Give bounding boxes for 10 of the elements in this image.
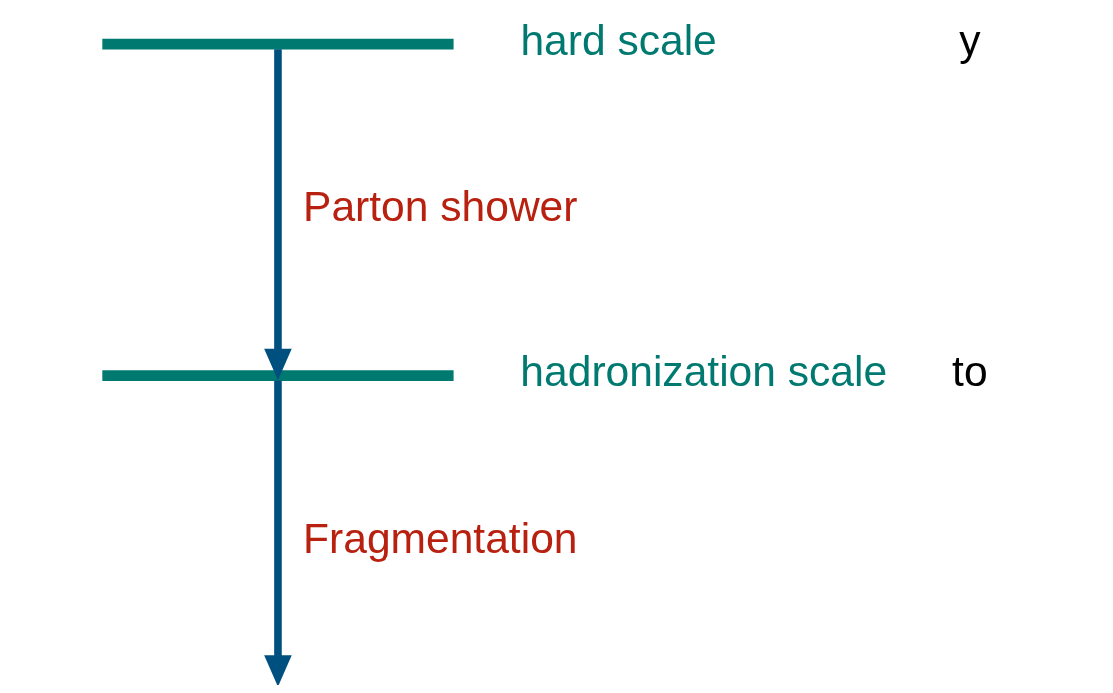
node-bar xyxy=(101,370,454,381)
label: y xyxy=(958,15,980,64)
node-label: hard scale xyxy=(519,15,717,64)
edge-label: Parton shower xyxy=(302,182,577,231)
arrow xyxy=(263,348,292,685)
edge-label: Fragmentation xyxy=(302,513,577,562)
arrow xyxy=(263,49,292,381)
node-label: hadronization scale xyxy=(519,347,887,396)
label: to xyxy=(951,347,988,396)
node-bar xyxy=(101,38,454,50)
